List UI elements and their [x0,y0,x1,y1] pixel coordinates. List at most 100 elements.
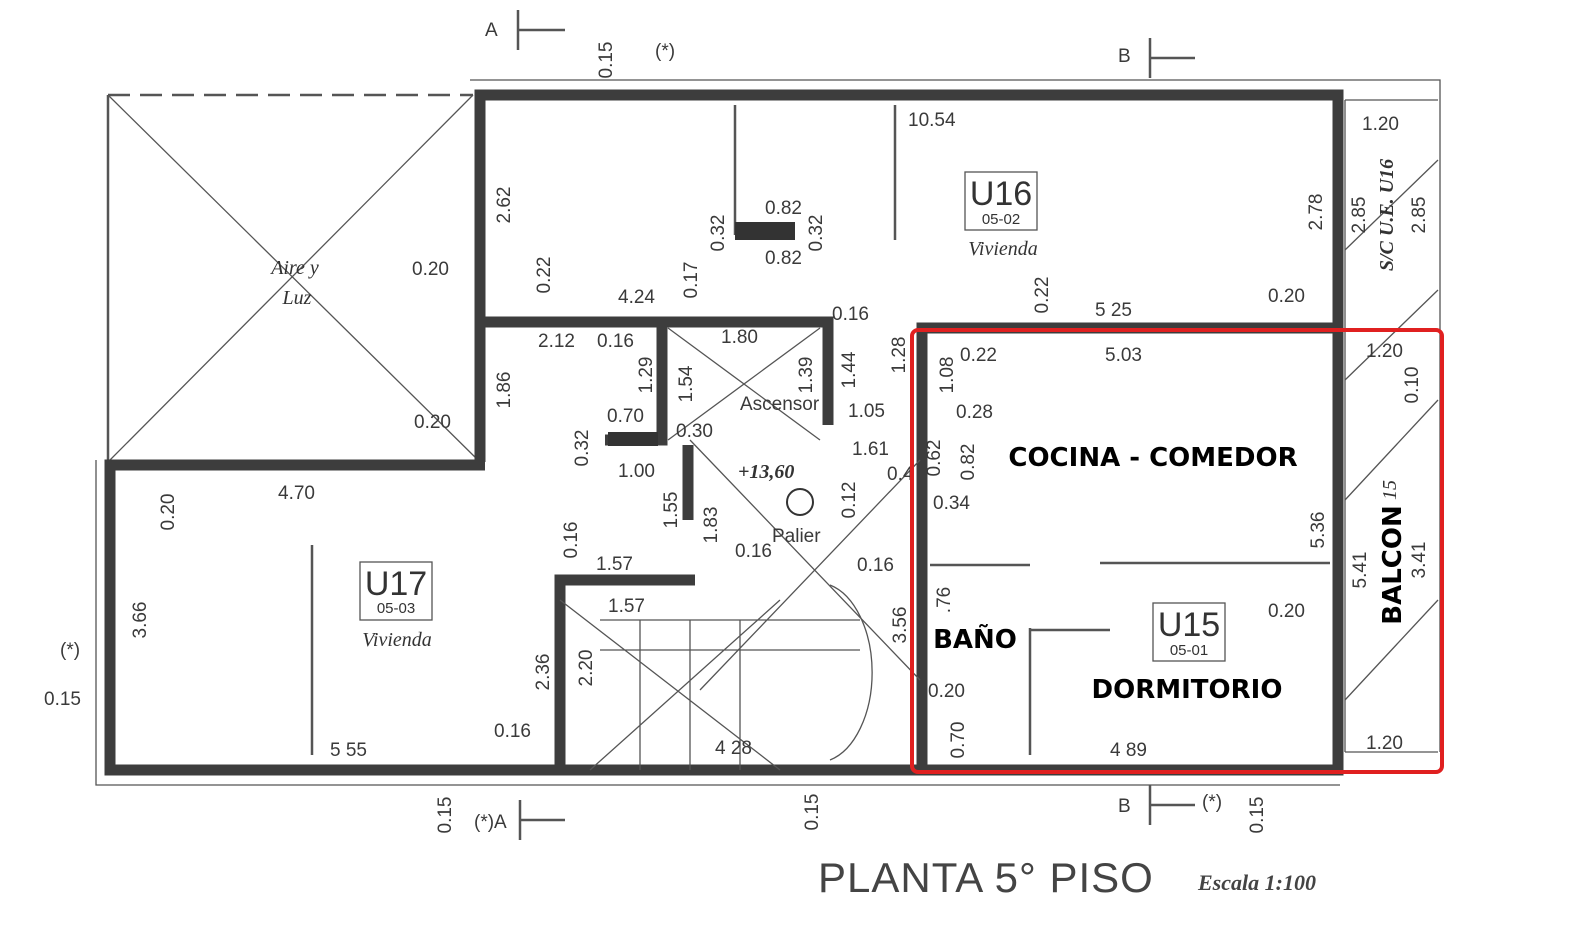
section-markers: A B (*)A B [474,10,1195,840]
dimension-label: 1.20 [1366,341,1403,362]
unit-number: 05-03 [377,600,415,617]
room-label-kitchen-dining: COCINA - COMEDOR [1008,443,1297,473]
dimension-label: 0.62 [924,440,945,477]
section-b-bottom: B [1118,796,1131,817]
dimension-label: 0.15 [44,689,81,710]
section-b-top: B [1118,46,1131,67]
section-a-bottom: (*)A [474,812,507,833]
dimension-label: 0.22 [1032,277,1053,314]
dimension-label: 1.44 [839,351,860,388]
outline-lines [95,79,1441,786]
shared-label: S/C U.E. U16 [1376,159,1398,271]
dimension-label: 4 89 [1110,740,1147,761]
dimension-label: 0.16 [857,555,894,576]
dimension-label: 1.28 [889,337,910,374]
unit-code: U17 [365,565,427,603]
dimension-label: 0.17 [681,262,702,299]
dimension-label: 2.85 [1409,197,1430,234]
section-a-top: A [485,20,498,41]
unit-type: Vivienda [968,238,1038,260]
dimension-label: 0.10 [1402,367,1423,404]
dimension-label: 0.70 [948,722,969,759]
landing-label: Palier [772,526,821,547]
dimension-label: 0.20 [928,681,965,702]
dimension-label: 5.36 [1308,512,1329,549]
dimension-label: 0.22 [534,257,555,294]
dimension-label: 3.56 [890,607,911,644]
dimension-label: 0.12 [839,482,860,519]
plan-scale: Escala 1:100 [1197,870,1316,895]
unit-number: 05-02 [982,211,1020,228]
dimension-label: 2.36 [533,654,554,691]
duct [608,432,658,446]
dimension-label: 0.20 [1268,601,1305,622]
dimension-label: 0.20 [414,412,451,433]
dimension-label: 4.70 [278,483,315,504]
balcony-unit-label: 15 [1379,480,1401,500]
dimension-label: 0.16 [832,304,869,325]
dimension-label: 1.05 [848,401,885,422]
dimension-label: 0.20 [1268,286,1305,307]
unit-u15: U15 05-01 [1152,602,1226,662]
elevator-label: Ascensor [740,394,820,415]
dimension-label: 0.28 [956,402,993,423]
dimension-label: 1.86 [494,372,515,409]
air-light-label-1: Aire y [269,257,319,279]
air-light-patio: Aire y Luz [106,93,481,463]
duct [735,222,795,240]
dimension-label: 1.83 [701,507,722,544]
level-label: +13,60 [738,461,794,483]
dimension-label: 0.34 [933,493,970,514]
dimension-label: 0.16 [561,522,582,559]
dimension-label: 0.82 [765,198,802,219]
dimension-label: 1.20 [1366,733,1403,754]
dimension-label: 1.29 [636,357,657,394]
dimension-label: 0.32 [572,430,593,467]
dimension-label: 2.12 [538,331,575,352]
dimension-label: 3.41 [1409,542,1430,579]
dimension-label: 5.03 [1105,345,1142,366]
dimension-label: 0.15 [1247,797,1268,834]
dimension-label: 1.39 [796,357,817,394]
dimension-label: (*) [60,640,80,661]
dimension-label: 1.20 [1362,114,1399,135]
dimension-label: 5.41 [1350,552,1371,589]
unit-type: Vivienda [362,629,432,651]
dimension-label: 0.82 [958,444,979,481]
dimension-label: 0.30 [676,421,713,442]
dimension-label: 10.54 [908,110,956,131]
dimension-label: 0.22 [960,345,997,366]
dimension-label: (*) [1202,792,1222,813]
dimension-label: 2.20 [576,650,597,687]
dimension-label: 0.20 [412,259,449,280]
room-label-bedroom: DORMITORIO [1092,675,1283,705]
dimension-label: 3.66 [130,602,151,639]
dimension-label: 1.57 [596,554,633,575]
dimension-label: 2.78 [1306,194,1327,231]
dimension-label: 0.70 [607,406,644,427]
level-marker-icon [786,488,814,516]
dimension-label: 5 25 [1095,300,1132,321]
dimension-label: 1.54 [676,365,697,402]
dimension-label: 0.32 [806,215,827,252]
dimension-label: 0.20 [158,494,179,531]
room-label-balcony: BALCON [1378,505,1408,624]
room-label-bathroom: BAÑO [933,623,1017,655]
dimension-label: 0.16 [735,541,772,562]
highlight-u15-frame [910,328,1444,774]
unit-u16: U16 05-02 Vivienda [964,171,1038,260]
dimension-label: 0.15 [802,794,823,831]
circulation-core: Ascensor Palier +13,60 [559,327,921,771]
dimension-label: 0.15 [435,797,456,834]
unit-code: U16 [970,175,1032,213]
unit-number: 05-01 [1170,642,1208,659]
unit-u17: U17 05-03 Vivienda [359,561,433,651]
air-light-label-2: Luz [282,287,312,309]
dimension-label: 2.85 [1349,197,1370,234]
dimension-label: 1.00 [618,461,655,482]
dimension-label: 4 28 [715,738,752,759]
dimension-label: 1.08 [937,357,958,394]
dimension-label: 4.24 [618,287,655,308]
